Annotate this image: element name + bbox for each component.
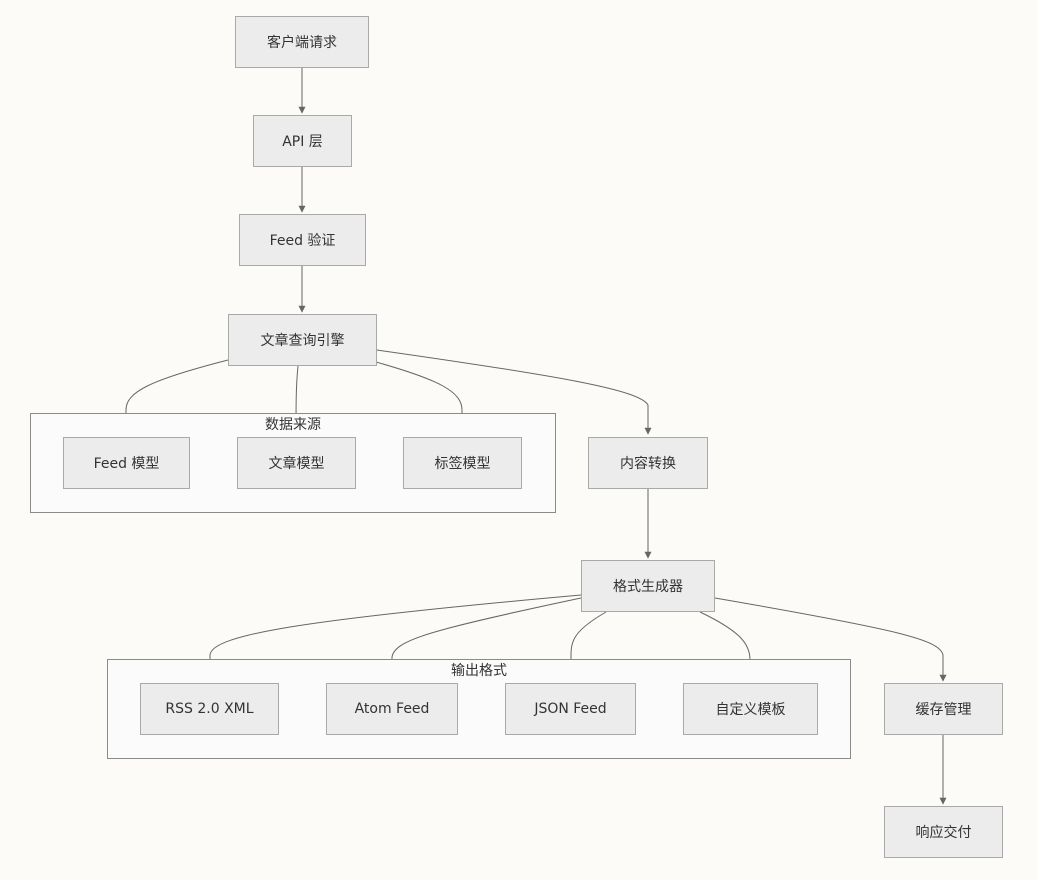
node-article-model: 文章模型 <box>237 437 356 489</box>
node-client-request: 客户端请求 <box>235 16 369 68</box>
node-content-transform: 内容转换 <box>588 437 708 489</box>
node-atom-feed: Atom Feed <box>326 683 458 735</box>
node-feed-model: Feed 模型 <box>63 437 190 489</box>
node-article-query-engine: 文章查询引擎 <box>228 314 377 366</box>
group-data-sources-label: 数据来源 <box>265 417 321 433</box>
node-custom-template: 自定义模板 <box>683 683 818 735</box>
node-api-layer: API 层 <box>253 115 352 167</box>
node-format-generator: 格式生成器 <box>581 560 715 612</box>
node-feed-validation: Feed 验证 <box>239 214 366 266</box>
node-json-feed: JSON Feed <box>505 683 636 735</box>
group-output-formats-label: 输出格式 <box>451 663 507 679</box>
node-cache-management: 缓存管理 <box>884 683 1003 735</box>
node-tag-model: 标签模型 <box>403 437 522 489</box>
node-rss-xml: RSS 2.0 XML <box>140 683 279 735</box>
node-response-delivery: 响应交付 <box>884 806 1003 858</box>
